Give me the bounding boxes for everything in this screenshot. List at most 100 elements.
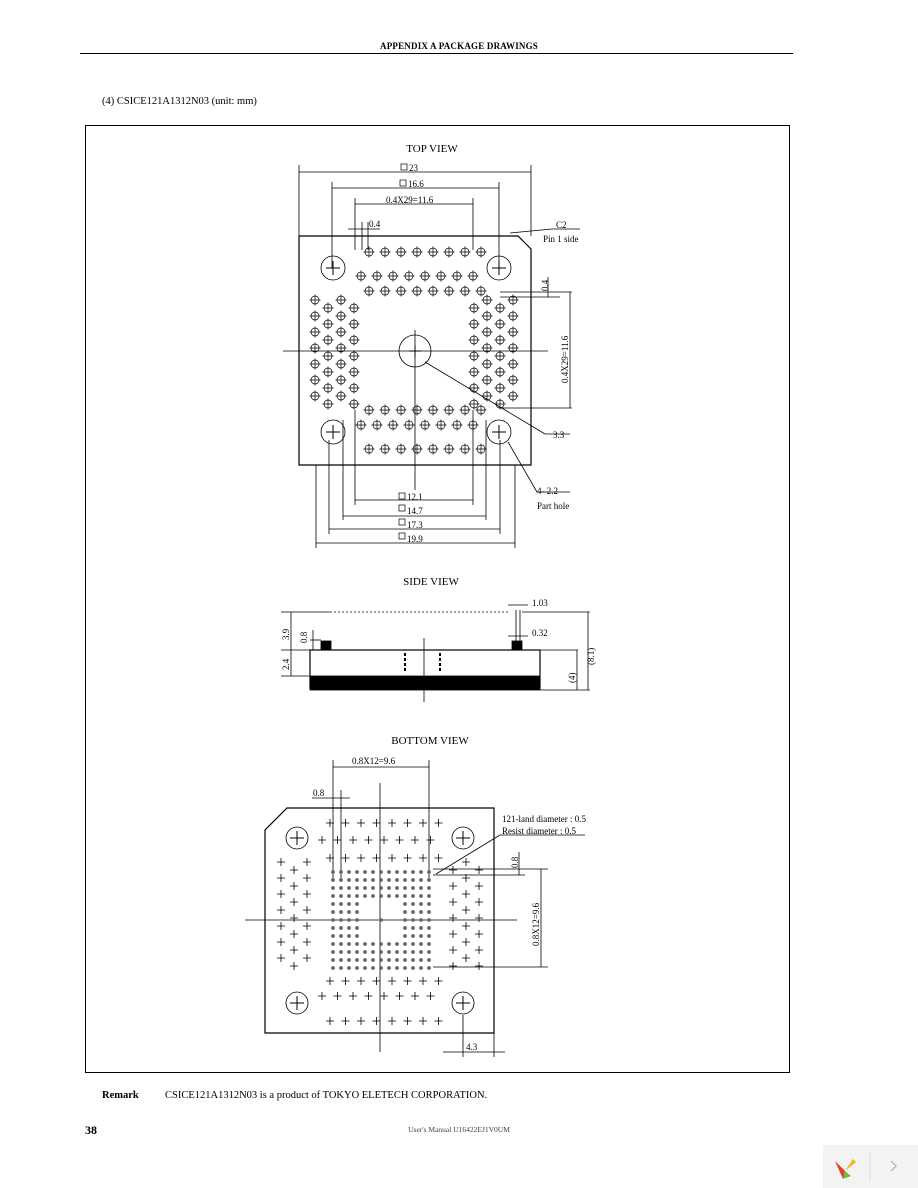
land bbox=[347, 910, 351, 914]
bottom-pin bbox=[449, 882, 457, 890]
top-pin bbox=[494, 334, 506, 346]
land bbox=[347, 926, 351, 930]
top-view-body bbox=[298, 235, 532, 466]
dim-1-03: 1.03 bbox=[532, 598, 548, 608]
land bbox=[363, 894, 367, 898]
land bbox=[411, 902, 415, 906]
land bbox=[347, 894, 351, 898]
land bbox=[427, 966, 431, 970]
top-pin bbox=[379, 246, 391, 258]
bottom-pin bbox=[388, 819, 396, 827]
land bbox=[427, 902, 431, 906]
land bbox=[363, 966, 367, 970]
dim-0-32: 0.32 bbox=[532, 628, 548, 638]
land bbox=[411, 958, 415, 962]
top-pin bbox=[322, 302, 334, 314]
top-pin bbox=[335, 326, 347, 338]
bottom-pin bbox=[434, 1017, 443, 1025]
bottom-pin bbox=[403, 854, 412, 862]
bottom-pin bbox=[290, 882, 298, 890]
land bbox=[363, 878, 367, 882]
top-pin bbox=[443, 246, 455, 258]
part-hole-mark bbox=[326, 261, 340, 275]
bottom-pin bbox=[475, 914, 483, 922]
bottom-pin bbox=[290, 914, 298, 922]
land bbox=[427, 950, 431, 954]
top-pin bbox=[507, 310, 519, 322]
top-pin bbox=[419, 419, 431, 431]
land bbox=[395, 966, 399, 970]
top-pin bbox=[322, 334, 334, 346]
top-pin bbox=[348, 302, 360, 314]
viewer-next-icon[interactable] bbox=[890, 1160, 898, 1172]
bottom-pin bbox=[303, 858, 311, 866]
bottom-pin bbox=[434, 854, 443, 862]
land bbox=[427, 942, 431, 946]
top-pin bbox=[459, 285, 471, 297]
land bbox=[355, 878, 359, 882]
top-pin bbox=[494, 382, 506, 394]
bottom-pin bbox=[290, 962, 298, 970]
land bbox=[347, 886, 351, 890]
land bbox=[419, 942, 423, 946]
bottom-pin bbox=[462, 858, 470, 866]
land bbox=[411, 926, 415, 930]
top-pin bbox=[309, 374, 321, 386]
dim-17-3: 17.3 bbox=[407, 520, 423, 530]
top-pin bbox=[494, 318, 506, 330]
land bbox=[355, 894, 359, 898]
land bbox=[355, 886, 359, 890]
land bbox=[387, 886, 391, 890]
top-pin bbox=[348, 350, 360, 362]
top-pin bbox=[322, 382, 334, 394]
top-pin bbox=[387, 419, 399, 431]
bottom-pin bbox=[449, 898, 457, 906]
top-pin bbox=[494, 366, 506, 378]
land bbox=[339, 902, 343, 906]
top-pin bbox=[507, 294, 519, 306]
dim-12-1: 12.1 bbox=[407, 492, 423, 502]
top-pin bbox=[427, 246, 439, 258]
land bbox=[419, 894, 423, 898]
land bbox=[347, 902, 351, 906]
land bbox=[331, 958, 335, 962]
top-pin bbox=[468, 318, 480, 330]
top-pin bbox=[443, 443, 455, 455]
land bbox=[355, 950, 359, 954]
top-pin bbox=[459, 404, 471, 416]
bottom-pin bbox=[290, 930, 298, 938]
land bbox=[419, 870, 423, 874]
land bbox=[411, 878, 415, 882]
land bbox=[347, 934, 351, 938]
top-pin bbox=[411, 246, 423, 258]
land bbox=[363, 870, 367, 874]
land bbox=[419, 958, 423, 962]
top-pin bbox=[309, 342, 321, 354]
land bbox=[339, 910, 343, 914]
top-pin bbox=[335, 358, 347, 370]
top-view-pins bbox=[309, 246, 519, 455]
top-pin bbox=[355, 270, 367, 282]
land bbox=[331, 942, 335, 946]
top-pin bbox=[363, 285, 375, 297]
land bbox=[411, 870, 415, 874]
part-hole-mark bbox=[492, 261, 506, 275]
bottom-pin bbox=[380, 836, 388, 844]
part-hole-mark bbox=[290, 996, 304, 1010]
land bbox=[339, 950, 343, 954]
bottom-pin bbox=[388, 1017, 396, 1025]
bottom-pin bbox=[357, 819, 365, 827]
bottom-pin bbox=[303, 874, 311, 882]
dim-14-7: 14.7 bbox=[407, 506, 423, 516]
side-view: SIDE VIEW bbox=[281, 576, 590, 702]
bottom-pin bbox=[434, 819, 443, 827]
bottom-pin bbox=[318, 836, 326, 844]
dim-16-6: 16.6 bbox=[408, 179, 424, 189]
land bbox=[355, 958, 359, 962]
land bbox=[339, 918, 343, 922]
land bbox=[371, 870, 375, 874]
land bbox=[419, 902, 423, 906]
land bbox=[371, 886, 375, 890]
bottom-pin bbox=[326, 854, 334, 862]
